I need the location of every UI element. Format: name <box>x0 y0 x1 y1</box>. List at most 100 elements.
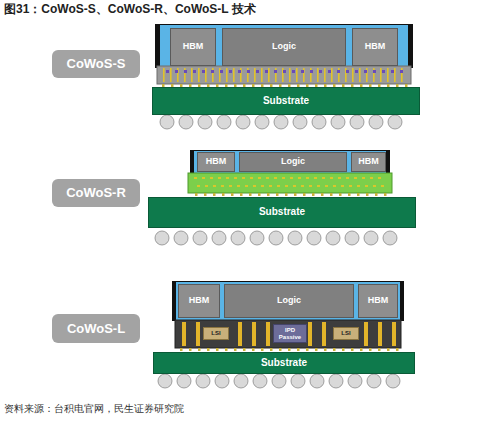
rdl-trace <box>301 185 304 187</box>
rdl-dot <box>166 70 169 73</box>
node-text: HBM <box>368 296 389 305</box>
technology-label: CoWoS-S <box>52 50 140 78</box>
micro-bump <box>324 348 327 351</box>
technology-label: CoWoS-R <box>52 179 140 207</box>
rdl-trace <box>362 177 365 179</box>
tsv <box>212 68 214 82</box>
solder-ball <box>348 374 362 388</box>
rdl-trace <box>242 177 245 179</box>
through-via <box>392 322 396 346</box>
micro-bump <box>366 193 369 196</box>
rdl-trace <box>314 177 317 179</box>
rdl-dot <box>202 70 205 73</box>
logic-die: Logic <box>222 28 346 66</box>
rdl-dot <box>193 70 196 73</box>
through-via <box>252 322 256 346</box>
tsv <box>205 68 207 82</box>
ipd-passive: IPD Passive <box>273 324 307 343</box>
rdl-dot <box>337 70 340 73</box>
micro-bump <box>357 193 360 196</box>
tsv <box>191 68 193 82</box>
rdl-dot <box>373 70 376 73</box>
solder-ball <box>160 115 174 129</box>
rdl-dot <box>310 70 313 73</box>
rdl-trace <box>365 185 368 187</box>
solder-ball <box>367 374 381 388</box>
solder-ball <box>255 115 269 129</box>
lsi-bridge: LSI <box>203 327 229 340</box>
rdl-trace <box>234 177 237 179</box>
micro-bump <box>378 348 381 351</box>
rdl-trace <box>346 177 349 179</box>
rdl-trace <box>269 185 272 187</box>
rdl-dot <box>256 70 259 73</box>
solder-ball <box>312 115 326 129</box>
rdl-trace <box>261 185 264 187</box>
tsv <box>352 68 354 82</box>
tsv <box>163 68 165 82</box>
solder-ball <box>274 115 288 129</box>
rdl-trace <box>237 185 240 187</box>
solder-ball <box>269 231 283 245</box>
lsi-bridge: LSI <box>333 327 359 340</box>
hbm-die: HBM <box>351 152 386 172</box>
solder-ball <box>288 231 302 245</box>
node-text: HBM <box>206 157 227 166</box>
through-via <box>364 322 368 346</box>
rdl-trace <box>293 185 296 187</box>
rdl-dot <box>382 70 385 73</box>
node-text: HBM <box>189 296 210 305</box>
substrate: Substrate <box>148 197 416 228</box>
local-interposer <box>175 320 401 348</box>
tsv <box>338 68 340 82</box>
rdl-dot <box>328 70 331 73</box>
micro-bump <box>222 193 225 196</box>
rdl-trace <box>218 177 221 179</box>
node-text: HBM <box>365 42 386 51</box>
tsv <box>254 68 256 82</box>
through-via <box>266 322 270 346</box>
micro-bump <box>312 193 315 196</box>
rdl-dot <box>364 70 367 73</box>
rdl-trace <box>285 185 288 187</box>
micro-bump <box>321 193 324 196</box>
node-text: Substrate <box>261 358 307 369</box>
solder-ball <box>369 115 383 129</box>
rdl-trace <box>274 177 277 179</box>
solder-ball <box>215 374 229 388</box>
molding <box>172 281 404 321</box>
rdl-dot <box>283 70 286 73</box>
rdl-dot <box>211 70 214 73</box>
rdl-trace <box>258 177 261 179</box>
solder-ball <box>293 115 307 129</box>
micro-bump <box>297 348 300 351</box>
micro-bump <box>258 193 261 196</box>
tsv <box>387 68 389 82</box>
node-text: HBM <box>358 157 379 166</box>
micro-bump <box>348 193 351 196</box>
micro-bump <box>330 193 333 196</box>
micro-bump <box>252 348 255 351</box>
solder-ball <box>158 374 172 388</box>
rdl-dot <box>238 70 241 73</box>
micro-bump <box>351 348 354 351</box>
through-via <box>196 322 200 346</box>
solder-ball <box>272 374 286 388</box>
solder-ball <box>155 231 169 245</box>
solder-ball <box>326 231 340 245</box>
node-text: HBM <box>183 42 204 51</box>
node-text: LSI <box>211 330 220 336</box>
micro-bump <box>342 348 345 351</box>
solder-ball <box>196 374 210 388</box>
micro-bump <box>195 193 198 196</box>
micro-bump <box>213 193 216 196</box>
logic-die: Logic <box>239 152 347 172</box>
rdl-trace <box>253 185 256 187</box>
rdl-dot <box>391 70 394 73</box>
node-text: Substrate <box>263 96 309 107</box>
micro-bump <box>261 348 264 351</box>
rdl-interposer <box>188 173 392 193</box>
tsv <box>401 68 403 82</box>
rdl-trace <box>373 185 376 187</box>
rdl-dot <box>247 70 250 73</box>
